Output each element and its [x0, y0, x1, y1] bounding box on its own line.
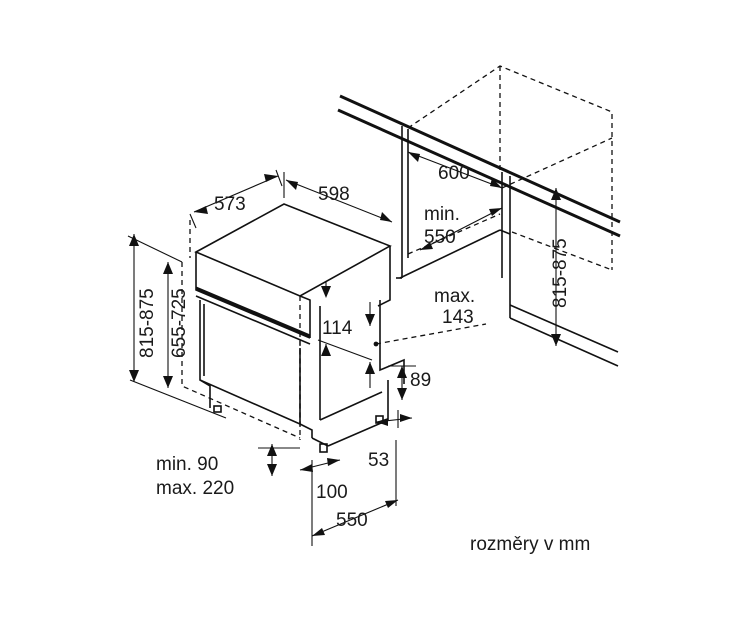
label-foot-offset: 53: [368, 450, 389, 471]
niche-dashed-back: [407, 65, 613, 271]
label-niche-depth-value: 550: [424, 227, 456, 248]
dimension-labels: 573 598 815-875 655-725 114 89 600 min. …: [137, 163, 590, 555]
label-niche-depth-min: min.: [424, 204, 460, 225]
dimension-lines: [127, 151, 557, 546]
label-panel-height: 114: [322, 318, 353, 339]
label-opening-max-word: max.: [434, 286, 475, 307]
label-total-depth: 550: [336, 510, 368, 531]
label-niche-height: 815-875: [550, 238, 571, 308]
label-plinth-min: min. 90: [156, 454, 218, 475]
dimension-arrowheads: [129, 152, 561, 536]
label-plinth-depth: 100: [316, 482, 348, 503]
label-height-outer: 815-875: [137, 288, 158, 358]
niche-outline: [337, 94, 621, 367]
label-plinth-max: max. 220: [156, 478, 234, 499]
label-appliance-width: 598: [318, 184, 350, 205]
label-niche-width: 600: [438, 163, 470, 184]
dishwasher-dashed-envelope: [181, 220, 301, 440]
dishwasher-body: [194, 203, 405, 453]
label-opening-max-value: 143: [442, 307, 474, 328]
units-note: rozměry v mm: [470, 534, 590, 555]
label-height-inner: 655-725: [169, 288, 190, 358]
label-plinth-height: 89: [410, 370, 431, 391]
label-appliance-depth: 573: [214, 194, 246, 215]
